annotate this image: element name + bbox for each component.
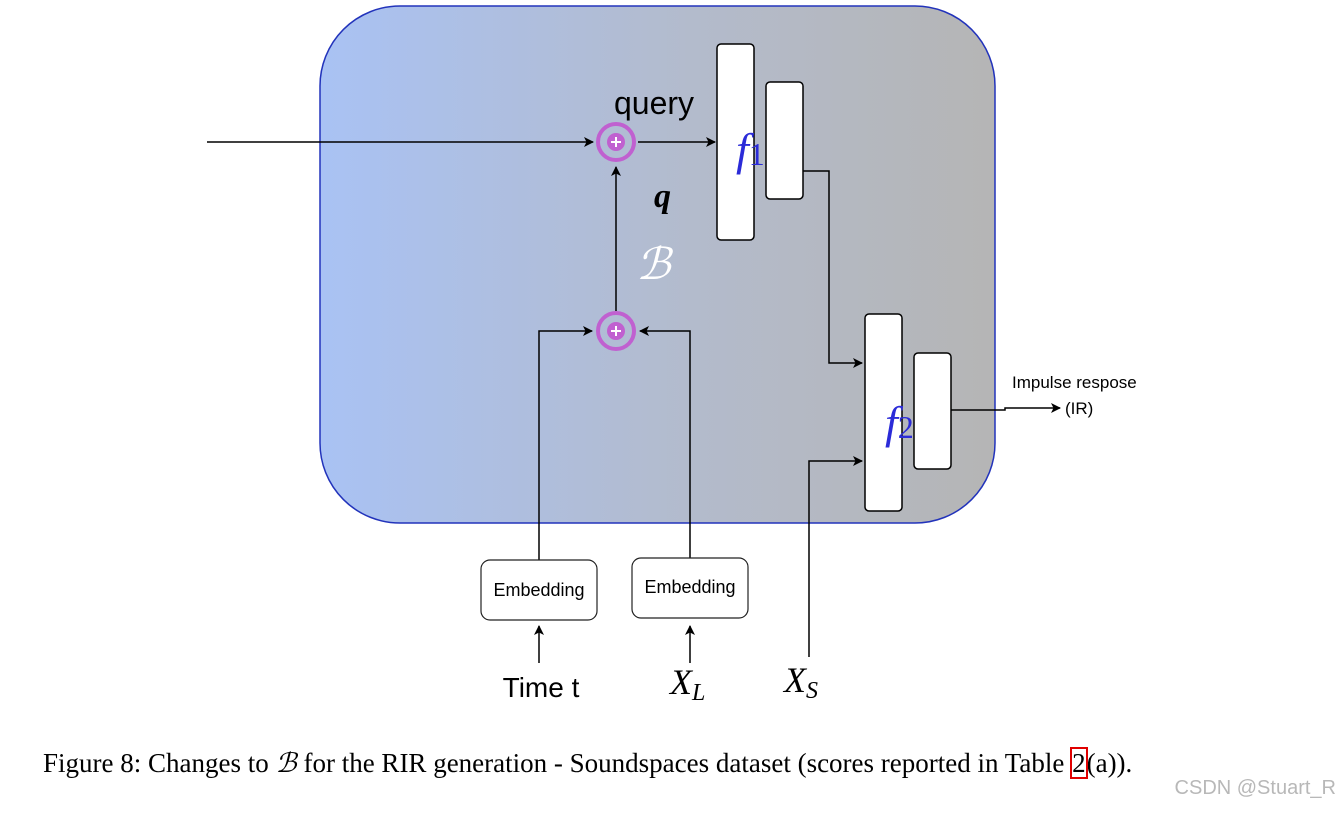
embedding-box-xl (631, 557, 749, 619)
ir-label-line1: Impulse respose (1012, 373, 1137, 392)
q-label: q (654, 178, 671, 215)
f1-subscript: 1 (749, 136, 765, 172)
xl-embedding-arrow (639, 326, 691, 558)
output-arrow (951, 403, 1061, 413)
f2-block-large (864, 313, 903, 512)
xl-input-label: XL (668, 662, 705, 706)
top-adder (596, 122, 636, 162)
caption-suffix: (a)). (1086, 748, 1133, 778)
time-input-label: Time t (503, 672, 580, 703)
f1-block-large (716, 43, 755, 241)
caption-middle: for the RIR generation - Soundspaces dat… (296, 748, 1072, 778)
xs-main: X (782, 660, 808, 700)
embedding-label-time: Embedding (493, 580, 584, 600)
caption-symbol: ℬ (275, 748, 297, 778)
f1-to-f2-arrow (803, 170, 863, 368)
embedding-box-time (480, 559, 598, 621)
f2-label: f2 (885, 397, 914, 448)
xs-sub: S (806, 678, 818, 704)
xl-main: X (668, 662, 694, 702)
ir-label-line2: (IR) (1065, 399, 1093, 418)
model-panel (319, 5, 996, 524)
time-embedding-arrow (538, 326, 593, 560)
xs-input-label: XS (782, 660, 818, 704)
xs-arrow (808, 456, 863, 657)
bottom-adder (596, 311, 636, 351)
b-label: ℬ (636, 240, 674, 289)
f2-block-small (913, 352, 952, 470)
f1-block-small (765, 81, 804, 200)
embedding-label-xl: Embedding (644, 577, 735, 597)
query-label: query (614, 85, 694, 121)
watermark: CSDN @Stuart_R (1174, 777, 1336, 799)
table-reference-link[interactable]: 2 (1070, 747, 1088, 779)
f1-label: f1 (736, 124, 765, 175)
caption-prefix: Figure 8: Changes to (43, 748, 276, 778)
f2-subscript: 2 (898, 409, 914, 445)
xl-sub: L (691, 680, 705, 706)
